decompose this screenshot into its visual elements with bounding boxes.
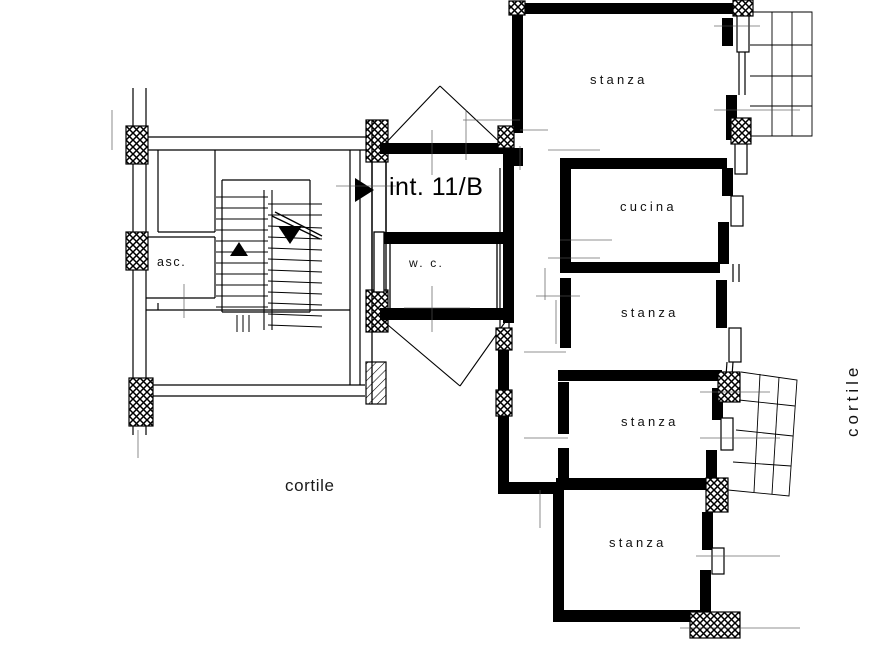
dimension-lines [111,25,800,629]
stair-treads-left [216,196,268,308]
pillar-hatch [732,0,754,17]
pillar-hatch [125,125,149,165]
pillar-hatch [689,611,741,639]
pillar-hatch [495,327,513,351]
pillar-hatch [365,361,387,405]
window-leaves [498,3,750,575]
apartment-pillars [495,0,754,639]
entrance-arrow-icon [355,178,374,202]
unit-11b-thin-walls [371,120,498,404]
balcony-top-right [750,11,813,137]
pillar-hatch [717,371,741,403]
pillar-hatch [125,231,149,271]
pillar-hatch [508,0,526,16]
stair-riser-ticks [236,315,250,332]
pillar-hatch [128,377,154,427]
stair-down-arrow-icon [278,226,302,244]
stairwell-block [132,88,370,435]
stairwell-thin-walls [132,88,370,435]
apartment-block [495,0,813,639]
pillar-hatch [705,477,729,513]
pillar-hatch [495,389,513,417]
pillar-hatch [365,119,389,163]
pillar-hatch [730,117,752,145]
apartment-thick-walls [498,3,737,622]
balcony-middle-right [727,371,798,497]
stair-up-arrow-icon [230,242,248,256]
pillar-hatch [497,125,515,149]
stair-treads-right [263,190,323,330]
